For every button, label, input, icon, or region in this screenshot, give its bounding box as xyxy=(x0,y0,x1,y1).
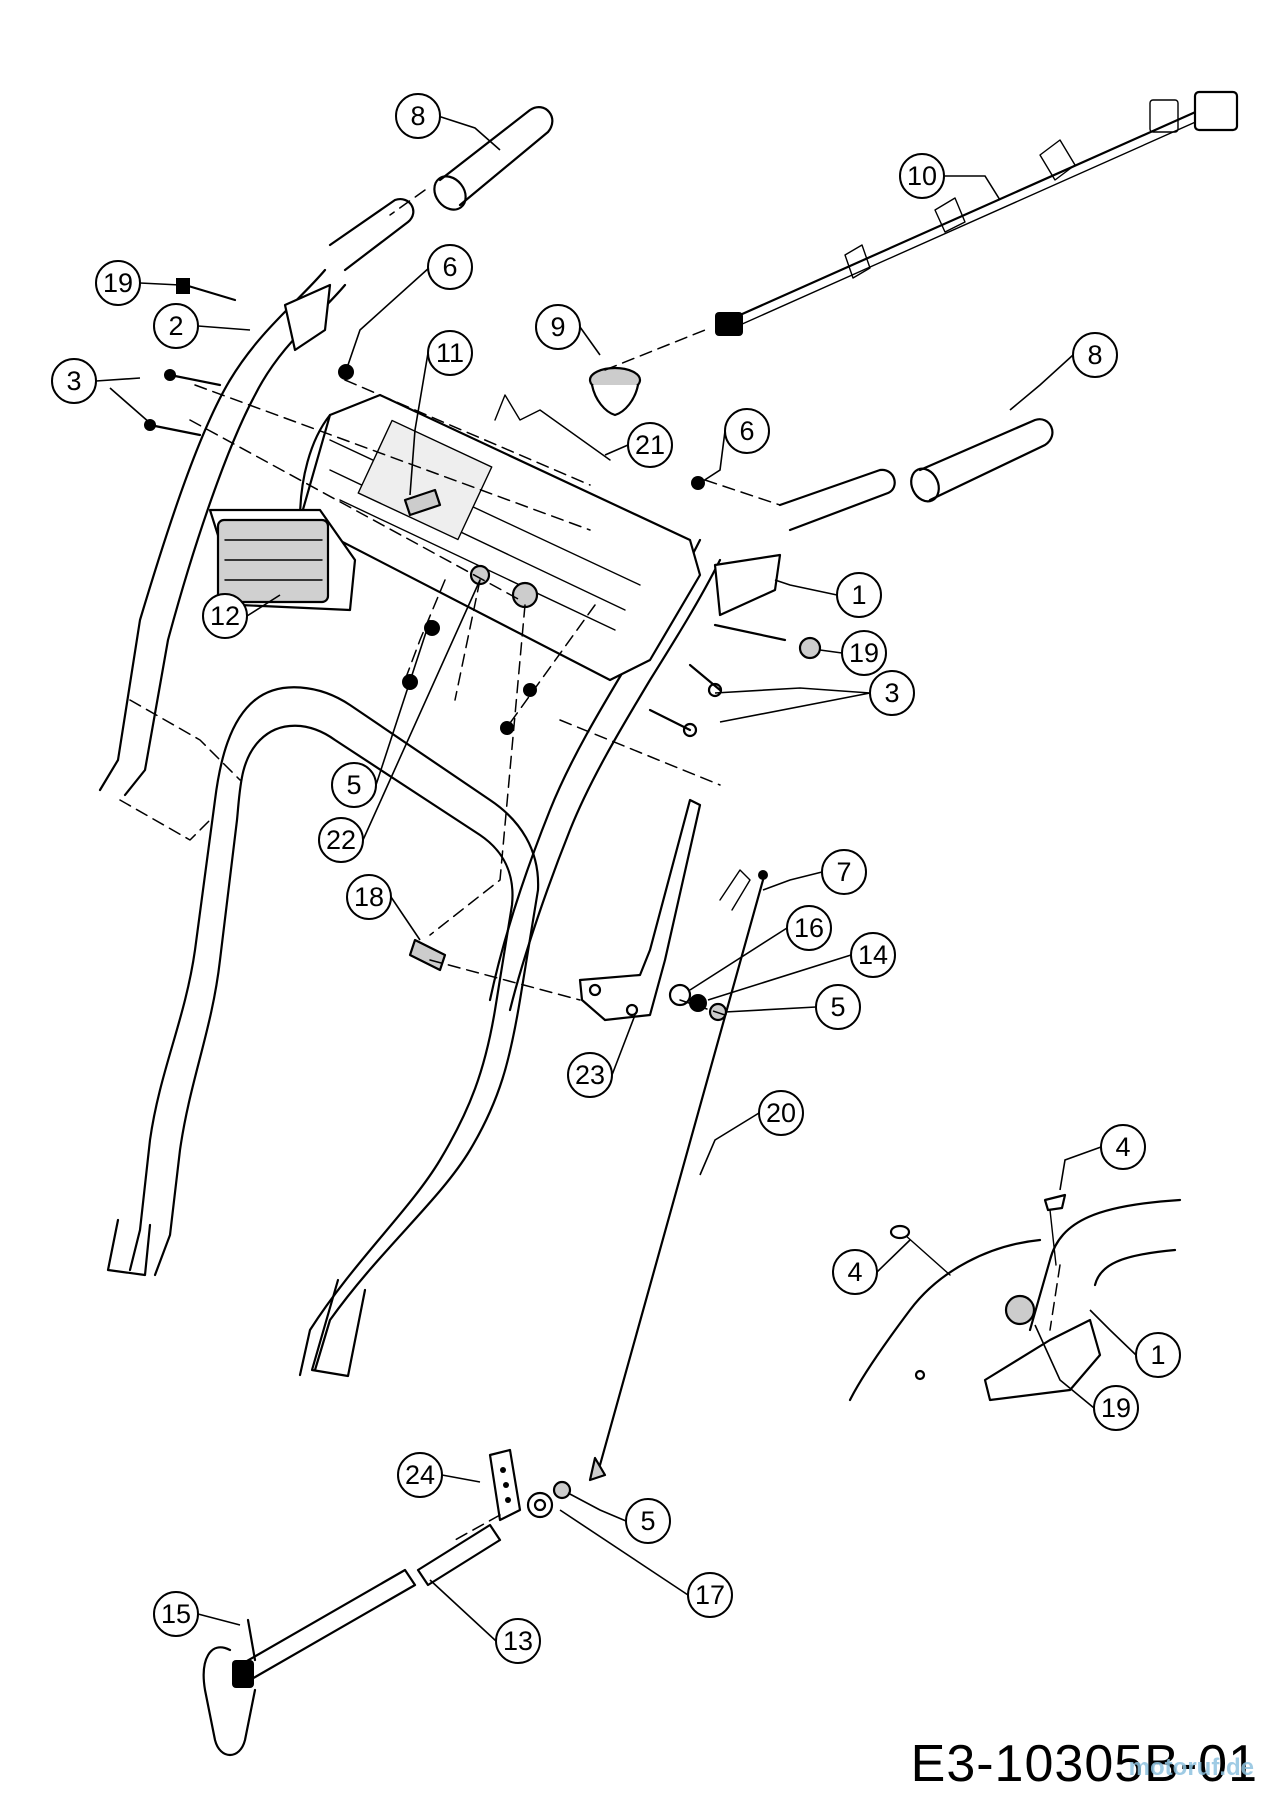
hand-grip-right xyxy=(778,418,1054,532)
assembly-lines xyxy=(119,189,1061,1541)
callout-5c: 5 xyxy=(640,1506,655,1536)
callout-9: 9 xyxy=(550,312,565,342)
headlight xyxy=(208,508,357,612)
callout-7: 7 xyxy=(836,857,851,887)
callout-3: 3 xyxy=(66,366,81,396)
callout-16: 16 xyxy=(794,913,824,943)
callout-24: 24 xyxy=(405,1460,435,1490)
callout-22: 22 xyxy=(326,825,356,855)
hardware xyxy=(144,278,822,972)
callout-2: 2 xyxy=(168,311,183,341)
callout-4b: 4 xyxy=(847,1257,862,1287)
callout-1b: 1 xyxy=(1150,1340,1165,1370)
callout-12: 12 xyxy=(210,601,240,631)
shift-rod xyxy=(588,878,765,1482)
watermark-logo: motoruf.de xyxy=(1128,1754,1254,1781)
callout-15: 15 xyxy=(161,1599,191,1629)
wire-harness xyxy=(715,90,1239,336)
callout-19: 19 xyxy=(103,268,133,298)
callout-19c: 19 xyxy=(1101,1393,1131,1423)
detail-inset xyxy=(848,1193,1182,1402)
callout-11: 11 xyxy=(436,338,464,368)
callout-17: 17 xyxy=(695,1580,725,1610)
callout-18: 18 xyxy=(354,882,384,912)
callout-5b: 5 xyxy=(830,992,845,1022)
callout-6b: 6 xyxy=(739,416,754,446)
control-console xyxy=(298,393,702,682)
callout-21: 21 xyxy=(635,430,665,460)
hand-grip-left xyxy=(328,106,554,272)
callout-6: 6 xyxy=(442,252,457,282)
crank-knob xyxy=(588,366,642,417)
callout-8b: 8 xyxy=(1087,340,1102,370)
lower-handle-frame xyxy=(106,686,540,1378)
callout-1: 1 xyxy=(851,580,866,610)
callout-10: 10 xyxy=(907,161,937,191)
callout-5: 5 xyxy=(346,770,361,800)
callout-8: 8 xyxy=(410,101,425,131)
callout-13: 13 xyxy=(503,1626,533,1656)
callout-4: 4 xyxy=(1115,1132,1130,1162)
callout-14: 14 xyxy=(858,940,888,970)
lower-linkage xyxy=(202,1448,572,1757)
callout-23: 23 xyxy=(575,1060,605,1090)
callout-19b: 19 xyxy=(849,638,879,668)
shift-bracket xyxy=(578,798,768,1022)
drawing-code: E3-10305B-01 xyxy=(910,1735,1258,1793)
callouts: 8 10 19 6 2 9 3 11 21 6 8 1 12 19 3 5 22… xyxy=(51,93,1181,1664)
callout-20: 20 xyxy=(766,1098,796,1128)
callout-3b: 3 xyxy=(884,678,899,708)
